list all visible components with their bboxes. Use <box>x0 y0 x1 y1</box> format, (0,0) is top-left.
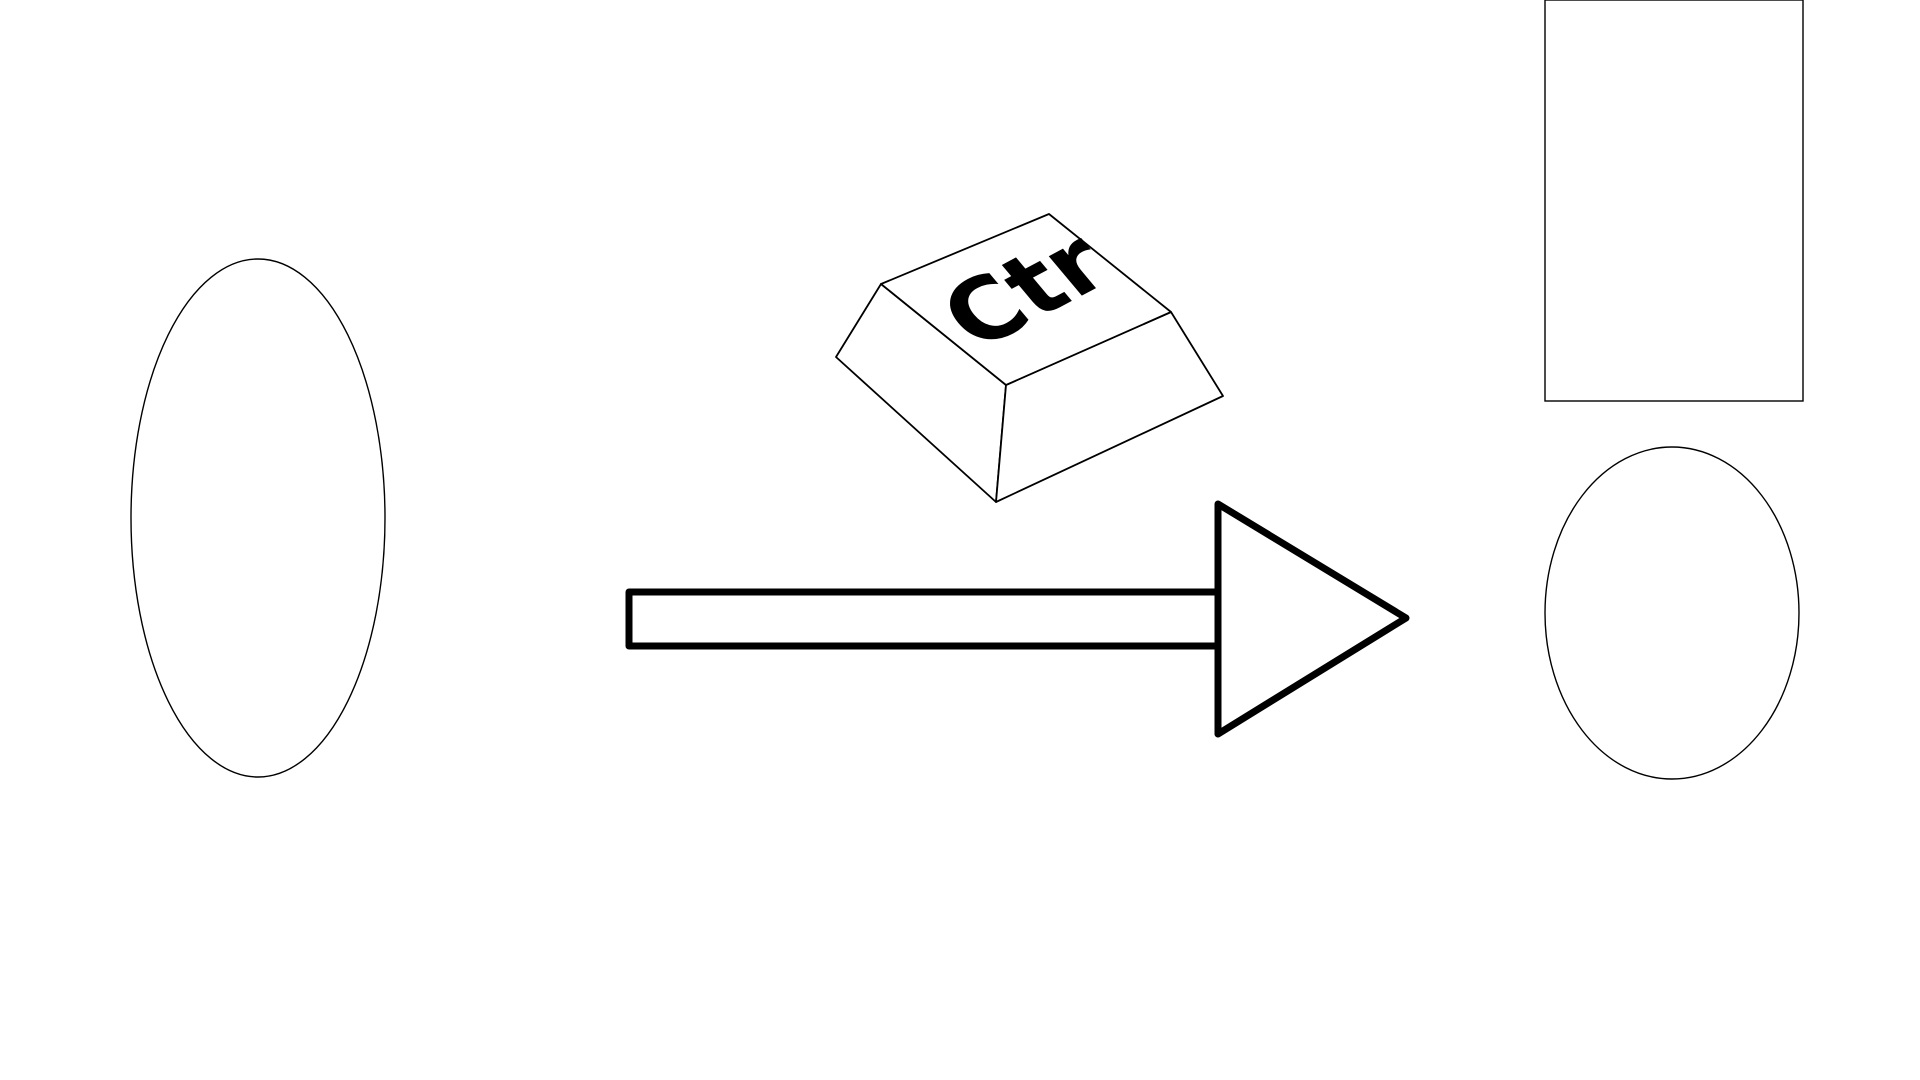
top-right-rectangle <box>1544 0 1804 402</box>
left-ellipse <box>130 258 386 778</box>
arrow-head <box>1214 500 1410 738</box>
arrow-shaft <box>625 588 1222 650</box>
key-top-face <box>880 213 1172 386</box>
bottom-right-ellipse <box>1544 446 1800 780</box>
ctrl-key-icon: Ctr <box>835 211 1224 503</box>
right-arrow-icon <box>625 500 1410 738</box>
